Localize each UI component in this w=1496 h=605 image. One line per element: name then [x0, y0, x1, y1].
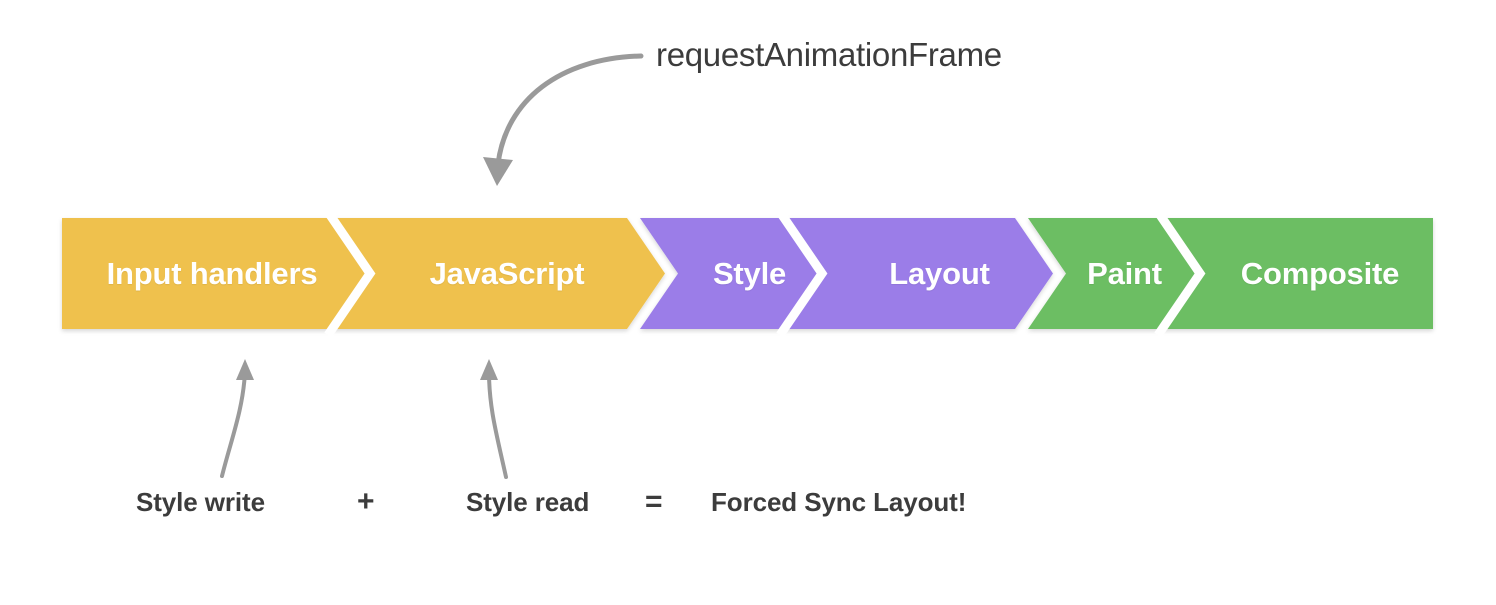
style-read-label: Style read — [466, 487, 590, 517]
style-write-arrowhead-icon — [236, 359, 254, 380]
style-write-arrow-line — [220, 370, 247, 478]
style-read-arrow-line — [487, 370, 508, 479]
chevron-icon-input-javascript — [324, 209, 376, 338]
forced-sync-layout-label: Forced Sync Layout! — [711, 487, 967, 517]
segment-shape-painting-group — [1028, 218, 1433, 329]
request-animation-frame-label: requestAnimationFrame — [656, 36, 1002, 73]
plus-operator: + — [357, 485, 375, 518]
rendering-pipeline-bar: Input handlers JavaScript Style Layout P… — [62, 209, 1433, 338]
segment-shape-javascript-group — [62, 218, 665, 329]
chevron-separators — [324, 209, 1206, 338]
chevron-icon-paint-composite — [1154, 209, 1206, 338]
raf-arrowhead-icon — [483, 157, 513, 186]
segment-shape-rendering-group — [640, 218, 1053, 329]
equals-operator: = — [645, 485, 663, 518]
style-write-label: Style write — [136, 487, 265, 517]
style-read-arrowhead-icon — [480, 359, 498, 380]
chevron-icon-style-layout — [776, 209, 828, 338]
raf-arrow-line — [495, 53, 644, 167]
